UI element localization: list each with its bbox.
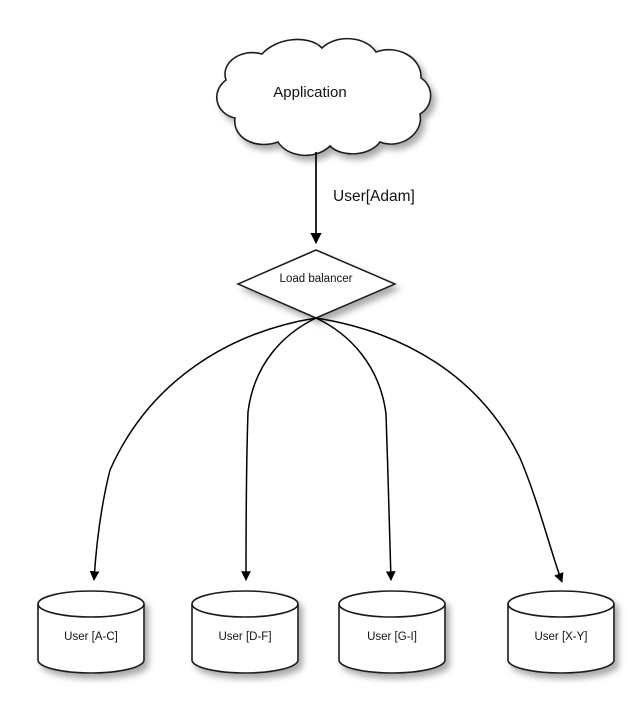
- edge-to-db-0: [89, 317, 317, 581]
- cylinder-shape: [507, 590, 615, 674]
- diamond-shape: [236, 249, 397, 319]
- edge-to-db-1: [241, 317, 317, 581]
- cylinder-shape: [191, 590, 299, 674]
- node-db-0[interactable]: [37, 590, 145, 674]
- node-db-1[interactable]: [191, 590, 299, 674]
- cylinder-shape: [37, 590, 145, 674]
- node-application[interactable]: [216, 37, 432, 157]
- node-db-3[interactable]: [507, 590, 615, 674]
- cylinder-top-ellipse: [37, 603, 145, 618]
- cylinder-shape: [338, 590, 446, 674]
- node-db-2[interactable]: [338, 590, 446, 674]
- edge-to-db-2: [315, 317, 396, 581]
- cylinder-top-ellipse: [338, 603, 446, 618]
- edges-load-balancer-to-databases: [89, 317, 564, 583]
- cloud-shape: [216, 37, 432, 157]
- cylinder-top-ellipse: [191, 603, 299, 618]
- edge-to-db-3: [315, 317, 564, 583]
- cylinder-top-ellipse: [507, 603, 615, 618]
- node-load-balancer[interactable]: [236, 249, 397, 319]
